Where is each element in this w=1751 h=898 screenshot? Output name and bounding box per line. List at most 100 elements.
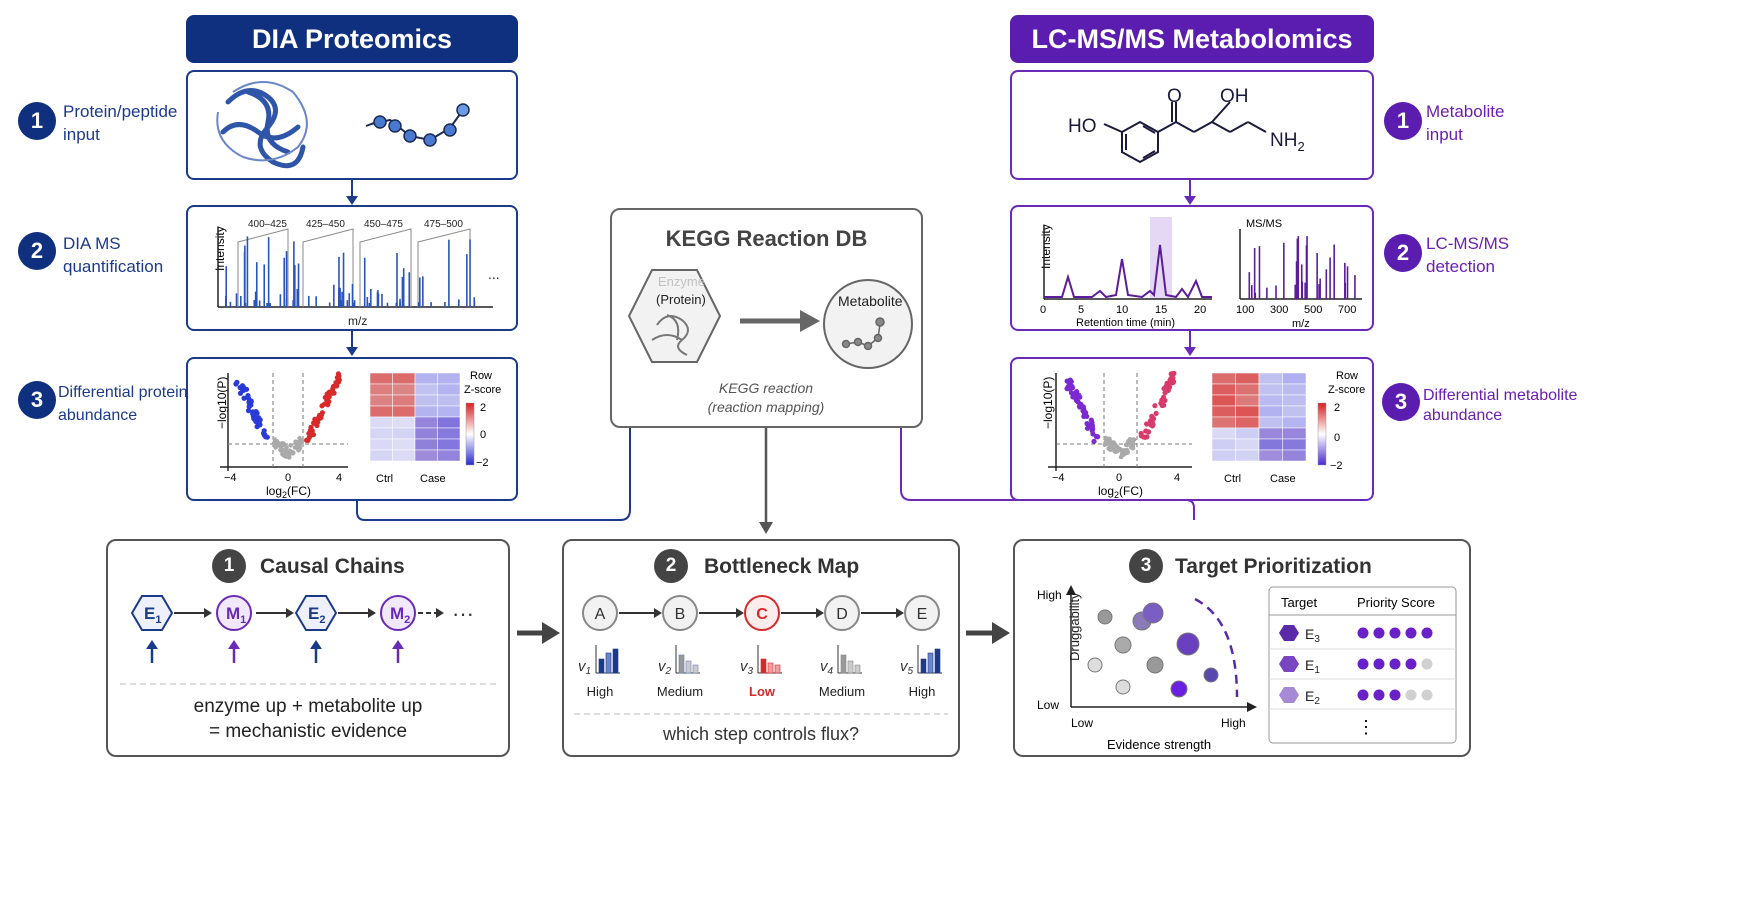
metabolite-label: Metabolite <box>838 293 903 309</box>
volcano-point-up <box>1141 434 1147 440</box>
tick: 100 <box>1236 304 1254 316</box>
step-2-badge: 2 <box>18 232 56 270</box>
volcano-point-down <box>1076 403 1083 410</box>
flux-bar <box>854 664 861 674</box>
volcano-point-up <box>1147 418 1153 424</box>
volcano-point <box>296 447 301 453</box>
metabolite-node <box>380 595 416 631</box>
volcano-point-up <box>1149 413 1155 419</box>
causal-title: Causal Chains <box>260 555 405 578</box>
volcano-point-up <box>1150 421 1156 428</box>
volcano-point-up <box>329 390 335 396</box>
volcano-point <box>1125 449 1130 455</box>
causal-text-1: enzyme up + metabolite up <box>194 696 423 717</box>
x-low: Low <box>1071 716 1093 730</box>
heatmap-title-z: Z-score <box>464 384 501 396</box>
chain-arrowhead <box>286 608 294 618</box>
step-node <box>824 595 860 631</box>
volcano-point-down <box>261 428 267 434</box>
volcano-point-down <box>1067 377 1073 383</box>
flux-level: High <box>909 684 936 699</box>
heatmap-title-row: Row <box>470 370 492 382</box>
enzyme-node <box>294 595 338 631</box>
lcms-metabolomics-header: LC-MS/MS Metabolomics <box>1010 15 1374 63</box>
volcano-point-down <box>246 399 252 406</box>
volcano-point-up <box>1144 421 1150 427</box>
tick: 20 <box>1194 304 1206 316</box>
scale-label: 0 <box>480 429 486 441</box>
step-arrowhead <box>736 608 744 618</box>
metabolite-volcano-plot: −log10(P) −4 0 4 log2(FC) Ctrl Case Row … <box>1041 370 1365 500</box>
score-dot <box>1421 658 1433 670</box>
chromatogram-plot: Intensity 0 5 10 15 20 Retention time (m… <box>1039 217 1362 330</box>
score-dot <box>1405 658 1417 670</box>
ms-ellipsis: ... <box>488 266 500 282</box>
heatmap-col: Ctrl <box>376 473 393 485</box>
chrom-xlabel: Retention time (min) <box>1076 317 1175 329</box>
enzyme-faint: Enzyme <box>658 274 705 289</box>
metabolite-structure: HO O OH NH2 <box>1068 86 1305 164</box>
flux-bar <box>774 664 781 674</box>
target-num-badge: 3 <box>1129 549 1163 583</box>
step-3-badge: 3 <box>18 381 56 419</box>
target-prioritization-panel: 3 Target Prioritization Druggability Hig… <box>1013 539 1471 757</box>
step-arrowhead <box>654 608 662 618</box>
y-low: Low <box>1037 698 1059 712</box>
volcano-point-down <box>245 392 251 399</box>
flux-bar <box>678 654 685 674</box>
volcano-point-down <box>241 395 247 401</box>
volcano-point <box>1108 447 1113 453</box>
volcano-point-down <box>253 418 259 425</box>
step-3-label: Differential metabolite abundance <box>1423 387 1578 424</box>
volcano-point-down <box>1082 411 1088 417</box>
o-label: O <box>1167 86 1182 107</box>
volcano-ylabel: −log10(P) <box>215 377 229 429</box>
volcano-point <box>284 445 289 450</box>
step-node-label: E <box>917 606 928 623</box>
step-arrowhead <box>896 608 904 618</box>
tick: 300 <box>1270 304 1288 316</box>
scale-label: −2 <box>476 457 489 469</box>
step-node <box>582 595 618 631</box>
score-dot <box>1373 627 1385 639</box>
volcano-point-down <box>250 409 256 415</box>
target-scatter: Druggability High Low Low High Evidence … <box>1037 585 1457 752</box>
volcano-point-down <box>254 424 260 430</box>
score-dot <box>1373 658 1385 670</box>
step-1-label: Protein/peptide input <box>63 102 178 144</box>
flux-bar <box>927 652 934 674</box>
down-arrow-icon <box>346 331 358 356</box>
enzyme-node <box>130 595 174 631</box>
volcano-point-up <box>330 386 336 392</box>
volcano-xlabel: log2(FC) <box>266 484 311 499</box>
volcano-point-down <box>245 407 252 414</box>
heatmap-col: Case <box>1270 473 1296 485</box>
score-dot <box>1421 689 1433 701</box>
protein-volcano-plot: −log10(P) −4 0 4 log2(FC) Ctrl Case Row … <box>215 370 501 500</box>
volcano-point-down <box>1091 438 1097 444</box>
volcano-point-down <box>234 379 240 385</box>
step-node <box>904 595 940 631</box>
score-dot <box>1389 658 1401 670</box>
protein-structure-icon <box>216 81 470 169</box>
step-2-label: DIA MS quantification <box>63 234 164 276</box>
step-1-badge: 1 <box>18 102 56 140</box>
down-arrow-icon <box>1184 180 1196 205</box>
flux-bar <box>605 652 612 674</box>
score-dot <box>1421 627 1433 639</box>
causal-text-2: = mechanistic evidence <box>209 721 407 742</box>
flux-bar <box>598 658 605 674</box>
volcano-point <box>288 443 293 448</box>
volcano-point-up <box>1153 410 1159 417</box>
score-dot <box>1357 658 1369 670</box>
step-2-label: LC-MS/MS detection <box>1426 234 1510 276</box>
volcano-point-down <box>1095 434 1101 440</box>
target-hex-icon <box>1279 687 1299 703</box>
step-node-label: D <box>836 606 848 623</box>
chain-arrowhead <box>368 608 376 618</box>
differential-protein-panel: −log10(P) −4 0 4 log2(FC) Ctrl Case Row … <box>186 357 518 501</box>
bottleneck-title: Bottleneck Map <box>704 555 860 578</box>
volcano-point <box>289 449 294 455</box>
